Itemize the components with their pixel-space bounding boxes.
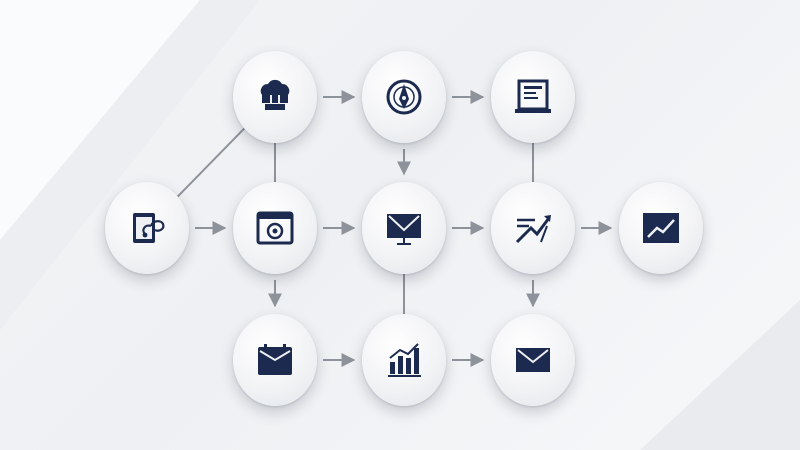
node-bar-chart <box>362 314 446 406</box>
envelope-icon <box>516 348 550 372</box>
node-chef-hat <box>233 51 317 143</box>
node-compass <box>362 51 446 143</box>
chef-hat-icon <box>260 79 290 110</box>
bar-chart-icon <box>388 343 421 377</box>
node-envelope <box>491 314 575 406</box>
calendar-folder-icon <box>258 344 292 375</box>
document-monitor-icon <box>515 79 551 113</box>
compass-icon <box>386 79 422 115</box>
browser-target-icon <box>256 211 294 245</box>
node-calendar-folder <box>233 314 317 406</box>
line-chart-icon <box>643 213 679 243</box>
growth-arrows-icon <box>515 215 551 244</box>
node-growth-arrows <box>491 182 575 274</box>
node-document-monitor <box>491 51 575 143</box>
node-line-chart <box>619 182 703 274</box>
envelope-monitor-icon <box>387 214 421 245</box>
node-browser-target <box>233 182 317 274</box>
node-envelope-monitor <box>362 182 446 274</box>
connector-r2c0-r1c1 <box>176 127 246 198</box>
node-tablet-stethoscope <box>105 182 189 274</box>
tablet-stethoscope-icon <box>133 213 165 243</box>
